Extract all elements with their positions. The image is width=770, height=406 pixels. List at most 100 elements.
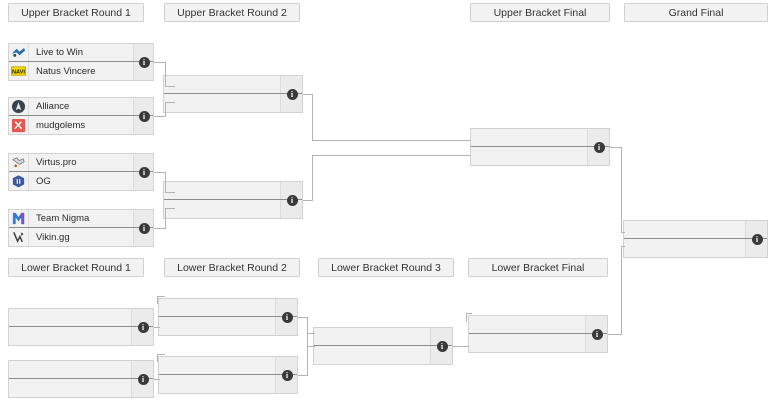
match-ub-final[interactable] — [470, 128, 610, 166]
match-ub-r2-m1[interactable] — [163, 75, 303, 113]
connector-line — [298, 375, 308, 376]
score-cell — [280, 182, 302, 199]
round-header-lbr2[interactable]: Lower Bracket Round 2 — [164, 258, 300, 277]
match-info-icon[interactable]: i — [281, 311, 293, 323]
alliance-logo — [9, 98, 29, 115]
match-info-icon[interactable]: i — [138, 110, 150, 122]
connector-line — [165, 86, 175, 87]
team-nigma-logo — [9, 210, 29, 227]
match-lb-r1-m2[interactable] — [8, 360, 154, 398]
score-cell — [587, 147, 609, 165]
opponent-row[interactable] — [164, 182, 302, 200]
opponent-row[interactable] — [9, 379, 153, 397]
opponent-row[interactable] — [314, 346, 452, 364]
team-name: Virtus.pro — [36, 157, 77, 168]
match-lb-final[interactable] — [468, 315, 608, 353]
round-header-lbr1[interactable]: Lower Bracket Round 1 — [8, 258, 144, 277]
score-cell — [131, 327, 153, 345]
match-info-icon[interactable]: i — [281, 369, 293, 381]
connector-line — [165, 192, 175, 193]
natus-vincere-logo: NAVI — [9, 62, 29, 80]
match-info-icon[interactable]: i — [591, 328, 603, 340]
opponent-row[interactable]: Vikin.gg — [9, 228, 153, 246]
team-name: Team Nigma — [36, 213, 90, 224]
match-info-icon[interactable]: i — [436, 340, 448, 352]
match-lb-r3-m1[interactable] — [313, 327, 453, 365]
opponent-row[interactable] — [164, 76, 302, 94]
opponent-row[interactable]: Live to Win — [9, 44, 153, 62]
round-header-lbr3[interactable]: Lower Bracket Round 3 — [318, 258, 454, 277]
score-cell — [280, 94, 302, 112]
connector-line — [312, 140, 470, 141]
connector-line — [154, 172, 166, 173]
match-lb-r1-m1[interactable] — [8, 308, 154, 346]
opponent-row[interactable] — [9, 361, 153, 379]
connector-line — [608, 334, 622, 335]
round-header-ubr1[interactable]: Upper Bracket Round 1 — [8, 3, 144, 22]
round-header-ubf[interactable]: Upper Bracket Final — [470, 3, 610, 22]
connector-line — [312, 155, 313, 201]
score-cell — [587, 129, 609, 146]
connector-line — [157, 296, 165, 297]
match-info-icon[interactable]: i — [137, 321, 149, 333]
opponent-row[interactable] — [164, 94, 302, 112]
opponent-row[interactable] — [164, 200, 302, 218]
connector-line — [453, 346, 469, 347]
opponent-row[interactable] — [624, 221, 767, 239]
round-header-gf[interactable]: Grand Final — [624, 3, 768, 22]
connector-line — [303, 200, 313, 201]
opponent-row[interactable] — [9, 309, 153, 327]
opponent-row[interactable] — [159, 357, 297, 375]
match-grand-final[interactable] — [623, 220, 768, 258]
team-name: Live to Win — [36, 47, 83, 58]
match-info-icon[interactable]: i — [138, 222, 150, 234]
match-info-icon[interactable]: i — [138, 56, 150, 68]
score-cell — [131, 361, 153, 378]
connector-line — [154, 327, 160, 328]
match-info-icon[interactable]: i — [593, 141, 605, 153]
opponent-row[interactable]: NAVI Natus Vincere — [9, 62, 153, 80]
match-ub-r2-m2[interactable] — [163, 181, 303, 219]
match-info-icon[interactable]: i — [286, 88, 298, 100]
match-lb-r2-m1[interactable] — [158, 298, 298, 336]
opponent-row[interactable]: Alliance — [9, 98, 153, 116]
connector-line — [621, 232, 625, 233]
connector-line — [154, 379, 160, 380]
opponent-row[interactable]: OG — [9, 172, 153, 190]
opponent-row[interactable] — [469, 334, 607, 352]
opponent-row[interactable] — [159, 375, 297, 393]
opponent-row[interactable] — [471, 129, 609, 147]
connector-line — [466, 313, 467, 322]
opponent-row[interactable] — [159, 299, 297, 317]
opponent-row[interactable]: mudgolems — [9, 116, 153, 134]
connector-line — [157, 296, 158, 304]
round-header-lbf[interactable]: Lower Bracket Final — [468, 258, 608, 277]
opponent-row[interactable] — [159, 317, 297, 335]
match-info-icon[interactable]: i — [138, 166, 150, 178]
connector-line — [165, 208, 166, 229]
score-cell — [133, 154, 153, 171]
connector-line — [303, 94, 313, 95]
match-lb-r2-m2[interactable] — [158, 356, 298, 394]
opponent-row[interactable] — [314, 328, 452, 346]
match-info-icon[interactable]: i — [751, 233, 763, 245]
opponent-row[interactable]: Virtus.pro — [9, 154, 153, 172]
opponent-row[interactable] — [9, 327, 153, 345]
team-name: Natus Vincere — [36, 65, 96, 77]
connector-line — [312, 155, 470, 156]
round-header-ubr2[interactable]: Upper Bracket Round 2 — [164, 3, 300, 22]
opponent-row[interactable] — [469, 316, 607, 334]
opponent-row[interactable] — [471, 147, 609, 165]
score-cell — [133, 98, 153, 115]
connector-line — [312, 94, 313, 140]
opponent-row[interactable]: Team Nigma — [9, 210, 153, 228]
match-info-icon[interactable]: i — [137, 373, 149, 385]
opponent-row[interactable] — [624, 239, 767, 257]
match-info-icon[interactable]: i — [286, 194, 298, 206]
connector-line — [154, 116, 166, 117]
team-name: Vikin.gg — [36, 231, 70, 243]
